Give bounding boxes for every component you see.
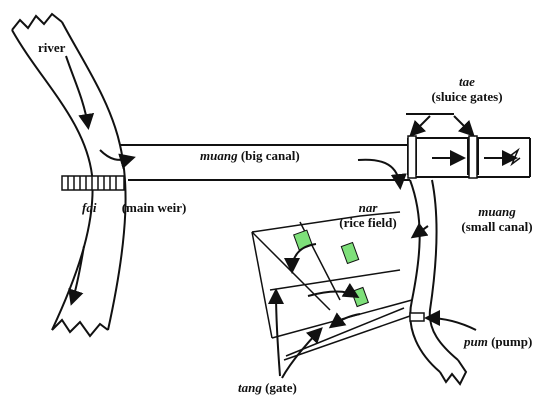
small-canal-term: muang [478,204,516,219]
rice-field-term: nar [358,200,378,215]
sluice-gates-term: tae [459,74,475,89]
pump-desc: (pump) [491,334,533,349]
rice-field [251,211,413,361]
main-weir [61,175,125,191]
field-gate-desc: (gate) [265,380,297,395]
big-canal-desc: (big canal) [240,148,300,163]
river-label: river [38,40,66,55]
big-canal [120,137,531,181]
outflow-break [509,147,521,167]
rice-field-desc: (rice field) [339,215,397,230]
pump-label: pum (pump) [464,334,532,349]
rice-field-label: nar (rice field) [330,200,406,230]
small-canal [409,179,468,386]
flow-arrows [65,55,518,379]
big-canal-label: muang (big canal) [200,148,300,163]
big-canal-term: muang [200,148,238,163]
field-gate-label: tang (gate) [238,380,297,395]
pump-term: pum [464,334,488,349]
sluice-gates-desc: (sluice gates) [431,89,503,104]
field-gate-term: tang [238,380,262,395]
sluice-gates-label: tae (sluice gates) [408,74,526,104]
weir-desc: (main weir) [121,200,187,215]
small-canal-label: muang (small canal) [452,204,542,234]
weir-term: fai [82,200,97,215]
weir-label: fai (main weir) [82,200,186,215]
field-gates [293,229,370,308]
small-canal-desc: (small canal) [461,219,533,234]
